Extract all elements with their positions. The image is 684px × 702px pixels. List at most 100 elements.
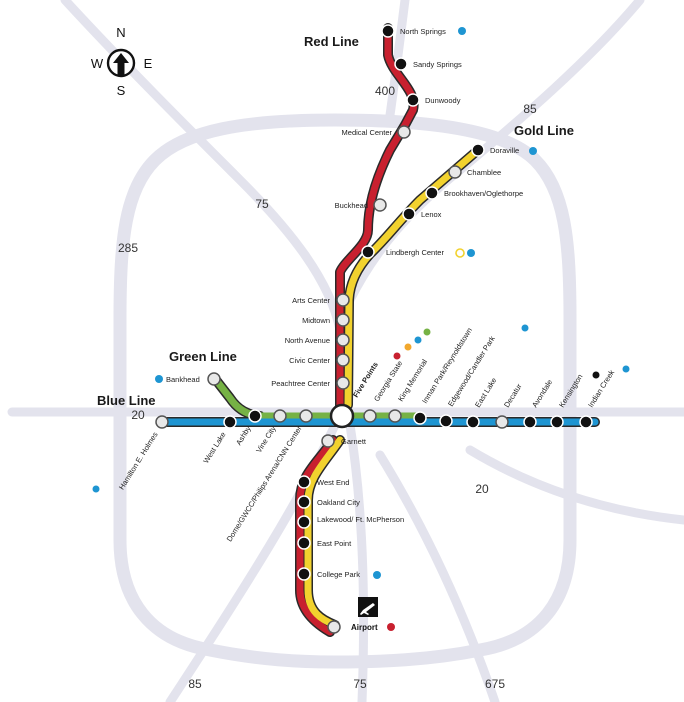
station-brookhaven[interactable] <box>425 186 439 200</box>
parking-icon <box>458 27 466 35</box>
stations-south: Garnett West End Oakland City Lakewood/ … <box>297 434 404 634</box>
station-peachtree-center[interactable] <box>336 376 350 390</box>
station-label-sandy-springs: Sandy Springs <box>413 60 462 69</box>
highway-labels: 400 85 75 285 20 20 85 75 675 <box>118 84 537 691</box>
red-line-path <box>336 24 418 414</box>
transfer-icon <box>455 248 465 258</box>
parking-icon <box>529 147 537 155</box>
compass-arrow-icon <box>113 53 129 76</box>
station-dunwoody[interactable] <box>406 93 420 107</box>
station-north-springs[interactable] <box>381 24 395 38</box>
station-georgia-state[interactable] <box>363 409 377 423</box>
stations-red-north: North Springs Sandy Springs Dunwoody Med… <box>335 24 466 212</box>
station-oakland-city[interactable] <box>297 495 311 509</box>
station-lenox[interactable] <box>402 207 416 221</box>
green-line-title: Green Line <box>169 349 237 364</box>
red-line-title: Red Line <box>304 34 359 49</box>
station-midtown[interactable] <box>336 313 350 327</box>
compass: N S W E <box>91 25 153 98</box>
transfer-icon <box>404 343 412 351</box>
station-five-points[interactable] <box>329 403 355 429</box>
highway-label-75-s: 75 <box>353 677 367 691</box>
station-label-midtown: Midtown <box>302 316 330 325</box>
highway-label-20-e: 20 <box>475 482 489 496</box>
parking-icon <box>92 485 100 493</box>
transfer-icon <box>423 328 431 336</box>
station-medical-center[interactable] <box>397 125 411 139</box>
station-bankhead[interactable] <box>207 372 221 386</box>
highway-label-75-n: 75 <box>255 197 269 211</box>
station-label-lindbergh-center: Lindbergh Center <box>386 248 444 257</box>
station-dome-gwcc[interactable] <box>299 409 313 423</box>
station-ashby[interactable] <box>248 409 262 423</box>
station-hamilton-e-holmes[interactable] <box>155 415 169 429</box>
station-king-memorial[interactable] <box>388 409 402 423</box>
station-label-ashby: Ashby <box>234 424 253 447</box>
station-vine-city[interactable] <box>273 409 287 423</box>
station-inman-park[interactable] <box>413 411 427 425</box>
highway-label-400: 400 <box>375 84 395 98</box>
station-label-brookhaven: Brookhaven/Oglethorpe <box>444 189 523 198</box>
station-airport[interactable] <box>327 620 341 634</box>
compass-east: E <box>144 56 153 71</box>
station-east-point[interactable] <box>297 536 311 550</box>
station-label-east-point: East Point <box>317 539 352 548</box>
highway-label-675: 675 <box>485 677 505 691</box>
station-label-west-lake: West Lake <box>201 430 227 465</box>
station-north-avenue[interactable] <box>336 333 350 347</box>
compass-south: S <box>117 83 126 98</box>
station-label-avondale: Avondale <box>530 378 554 409</box>
station-label-north-springs: North Springs <box>400 27 446 36</box>
parking-icon <box>521 324 529 332</box>
stations-gold-north: Doraville Chamblee Brookhaven/Oglethorpe… <box>361 143 537 259</box>
highway-label-85-s: 85 <box>188 677 202 691</box>
parking-icon <box>622 365 630 373</box>
perimeter-285 <box>113 113 577 669</box>
station-chamblee[interactable] <box>448 165 462 179</box>
station-kensington[interactable] <box>550 415 564 429</box>
station-label-west-end: West End <box>317 478 349 487</box>
parking-icon <box>467 249 475 257</box>
airplane-icon <box>358 597 378 617</box>
station-avondale[interactable] <box>523 415 537 429</box>
station-lakewood[interactable] <box>297 515 311 529</box>
compass-north: N <box>116 25 125 40</box>
station-label-medical-center: Medical Center <box>342 128 393 137</box>
parking-icon <box>155 375 163 383</box>
highway-connector-ne <box>465 445 684 525</box>
station-civic-center[interactable] <box>336 353 350 367</box>
highway-label-85-ne: 85 <box>523 102 537 116</box>
station-east-lake[interactable] <box>466 415 480 429</box>
station-label-north-avenue: North Avenue <box>285 336 330 345</box>
station-label-doraville: Doraville <box>490 146 519 155</box>
station-arts-center[interactable] <box>336 293 350 307</box>
station-label-airport: Airport <box>351 623 378 632</box>
station-doraville[interactable] <box>471 143 485 157</box>
station-label-dunwoody: Dunwoody <box>425 96 461 105</box>
station-label-buckhead: Buckhead <box>335 201 368 210</box>
station-west-lake[interactable] <box>223 415 237 429</box>
compass-west: W <box>91 56 104 71</box>
station-lindbergh-center[interactable] <box>361 245 375 259</box>
station-garnett[interactable] <box>321 434 335 448</box>
station-west-end[interactable] <box>297 475 311 489</box>
station-label-vine-city: Vine City <box>254 424 278 454</box>
station-label-college-park: College Park <box>317 570 360 579</box>
highway-75-north <box>60 0 345 335</box>
station-label-inman-park: Inman Park/Reynoldstown <box>420 326 474 405</box>
station-label-decatur: Decatur <box>502 382 524 409</box>
station-label-indian-creek: Indian Creek <box>586 368 616 409</box>
highway-75-south <box>345 420 369 702</box>
station-decatur[interactable] <box>495 415 509 429</box>
station-label-lenox: Lenox <box>421 210 442 219</box>
station-label-arts-center: Arts Center <box>292 296 330 305</box>
station-sandy-springs[interactable] <box>394 57 408 71</box>
station-buckhead[interactable] <box>373 198 387 212</box>
station-college-park[interactable] <box>297 567 311 581</box>
station-edgewood[interactable] <box>439 414 453 428</box>
parking-icon <box>373 571 381 579</box>
station-indian-creek[interactable] <box>579 415 593 429</box>
station-label-civic-center: Civic Center <box>289 356 330 365</box>
line-titles: Red Line Gold Line Green Line Blue Line <box>97 34 574 408</box>
station-label-garnett: Garnett <box>341 437 367 446</box>
